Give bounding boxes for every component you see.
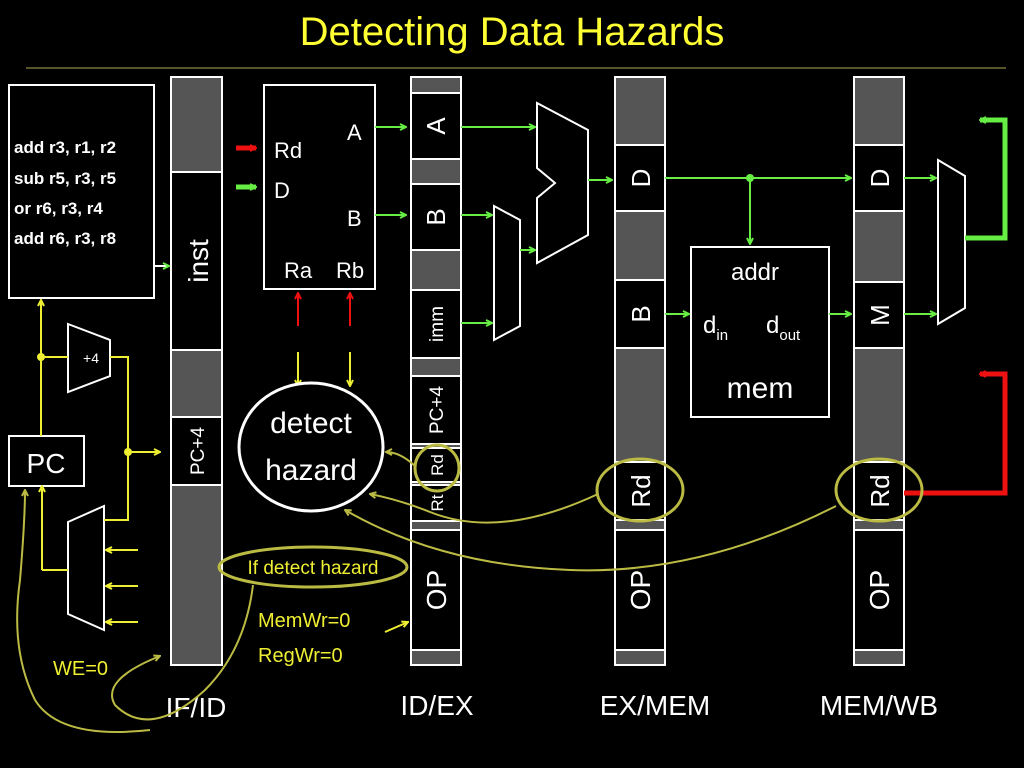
id-ex-a-label: A [421, 117, 451, 135]
memwr-annotation: MemWr=0 [258, 610, 350, 632]
id-ex-imm-field [410, 289, 462, 359]
regfile-b-label: B [347, 206, 362, 231]
wire-junction [124, 448, 132, 456]
pc-box [8, 435, 85, 487]
instruction-line: sub r5, r3, r5 [14, 169, 116, 188]
regfile-output-wires [375, 127, 406, 215]
regfile-d-label: D [274, 178, 290, 203]
mem-dout-label: dout [766, 312, 801, 344]
ex-mem-b-label: B [626, 305, 656, 322]
we-annotation: WE=0 [53, 658, 108, 680]
instruction-line: add r3, r1, r2 [14, 138, 116, 157]
wb-wires [904, 178, 936, 314]
id-ex-b-field [410, 183, 462, 251]
pc-adder [67, 322, 111, 394]
if-id-register [170, 76, 223, 666]
ex-stage-wires [461, 127, 612, 323]
id-ex-a-field [410, 92, 462, 160]
pc-mux [67, 504, 105, 632]
ex-mem-stage-label: EX/MEM [600, 690, 710, 721]
mem-wb-d-label: D [865, 169, 895, 188]
adder-label: +4 [83, 350, 99, 366]
detect-hazard-unit [237, 381, 385, 513]
mem-wb-d-field [853, 144, 905, 212]
mem-wb-m-field [853, 281, 905, 349]
ex-mem-op-label: OP [625, 570, 656, 610]
regfile-a-label: A [347, 120, 362, 145]
mem-label: mem [727, 372, 794, 405]
we-curve [16, 490, 151, 733]
writeback-rd-path [904, 374, 1008, 496]
slide-title: Detecting Data Hazards [300, 10, 725, 54]
regwr-annotation: RegWr=0 [258, 645, 343, 667]
if-detect-hazard-text: If detect hazard [248, 558, 379, 579]
hazard-compare-curves [345, 452, 837, 572]
data-memory [690, 246, 830, 418]
regfile-rd-label: Rd [274, 138, 302, 163]
ex-mem-rd-field [614, 461, 666, 521]
ex-mem-op-field [614, 529, 666, 651]
mem-din-label: din [703, 312, 728, 344]
instruction-line: add r6, r3, r8 [14, 229, 116, 248]
register-file [263, 84, 376, 290]
id-ex-rt-label: Rt [428, 494, 447, 511]
id-ex-rd-label: Rd [428, 454, 447, 476]
wire-junction [37, 353, 45, 361]
detect-hazard-line2: hazard [265, 454, 357, 487]
if-id-inst-label: inst [183, 239, 214, 283]
if-id-inst-field [170, 171, 223, 351]
instruction-line: or r6, r3, r4 [14, 199, 103, 218]
hazard-rd-highlights [413, 443, 924, 523]
regfile-rb-label: Rb [336, 258, 364, 283]
annotation-to-idex-arrow [384, 622, 408, 633]
mem-addr-label: addr [731, 259, 779, 286]
id-ex-op-field [410, 529, 462, 651]
pc-wires [41, 300, 160, 622]
if-detect-hazard-oval [217, 545, 409, 589]
detect-hazard-line1: detect [270, 407, 352, 440]
mem-wb-op-field [853, 529, 905, 651]
ex-mem-rd-label: Rd [626, 474, 656, 507]
if-id-pc4-label: PC+4 [188, 427, 209, 475]
wire-junction [746, 174, 754, 182]
id-ex-pc4-label: PC+4 [427, 386, 448, 434]
pc-label: PC [27, 448, 66, 479]
if-id-pc4-field [170, 416, 223, 486]
id-ex-b-label: B [421, 208, 451, 225]
writeback-data-path [965, 120, 1008, 241]
instruction-memory-box [8, 84, 155, 299]
mem-wb-op-label: OP [864, 570, 895, 610]
id-ex-op-label: OP [421, 570, 452, 610]
ex-mem-d-label: D [626, 169, 656, 188]
mem-wb-m-label: M [865, 304, 895, 326]
id-ex-imm-label: imm [427, 306, 448, 342]
alu-b-mux [493, 204, 521, 342]
alu [536, 101, 589, 265]
id-ex-stage-label: ID/EX [400, 690, 473, 721]
id-ex-pc4-field [410, 375, 462, 445]
mem-wb-stage-label: MEM/WB [820, 690, 938, 721]
regfile-ra-label: Ra [284, 258, 313, 283]
mem-wb-rd-label: Rd [865, 474, 895, 507]
writeback-mux [937, 158, 966, 326]
mem-stage-wires [665, 178, 851, 314]
detect-to-annotation-curve [111, 584, 254, 721]
